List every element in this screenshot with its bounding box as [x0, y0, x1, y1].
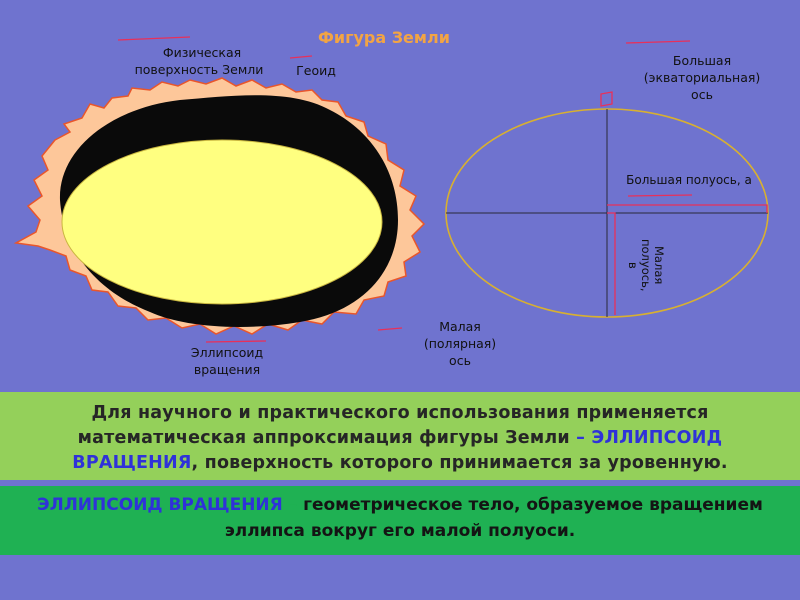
leader-major-axis — [625, 40, 691, 44]
approximation-text: Для научного и практического использован… — [72, 403, 728, 473]
leader-major-semiaxis — [627, 194, 693, 197]
major-semiaxis-marker — [607, 204, 768, 213]
label-minor-axis: Малая (полярная) ось — [423, 319, 497, 368]
definition-band-ellipsoid: ЭЛЛИПСОИД ВРАЩЕНИЯ – геометрическое тело… — [0, 486, 800, 555]
definition-band-approximation: Для научного и практического использован… — [0, 392, 800, 480]
minor-semiaxis-marker — [607, 212, 616, 315]
label-major-axis: Большая (экваториальная) ось — [643, 53, 761, 102]
label-physical-surface: Физическая поверхность Земли — [134, 45, 264, 77]
leader-ellipsoid — [205, 340, 267, 343]
leader-physical — [117, 36, 191, 41]
ellipsoid-definition-text: ЭЛЛИПСОИД ВРАЩЕНИЯ – геометрическое тело… — [37, 495, 763, 541]
label-major-semiaxis: Большая полуось, а — [626, 173, 752, 187]
ellipsoid-highlight: ЭЛЛИПСОИД ВРАЩЕНИЯ — [72, 428, 723, 473]
ellipsoid-term: ЭЛЛИПСОИД ВРАЩЕНИЯ — [37, 495, 283, 515]
semiaxis-mark — [600, 91, 613, 107]
label-ellipsoid: Эллипсоид вращения — [190, 345, 264, 377]
label-geoid: Геоид — [296, 63, 336, 78]
diagram-title: Фигура Земли — [318, 28, 450, 47]
leader-geoid — [289, 55, 313, 59]
ellipsoid-shape — [61, 139, 383, 305]
leader-minor-axis — [377, 327, 403, 331]
earth-figure-diagram — [13, 36, 769, 343]
label-minor-semiaxis: Малая полуось, в — [626, 238, 666, 292]
